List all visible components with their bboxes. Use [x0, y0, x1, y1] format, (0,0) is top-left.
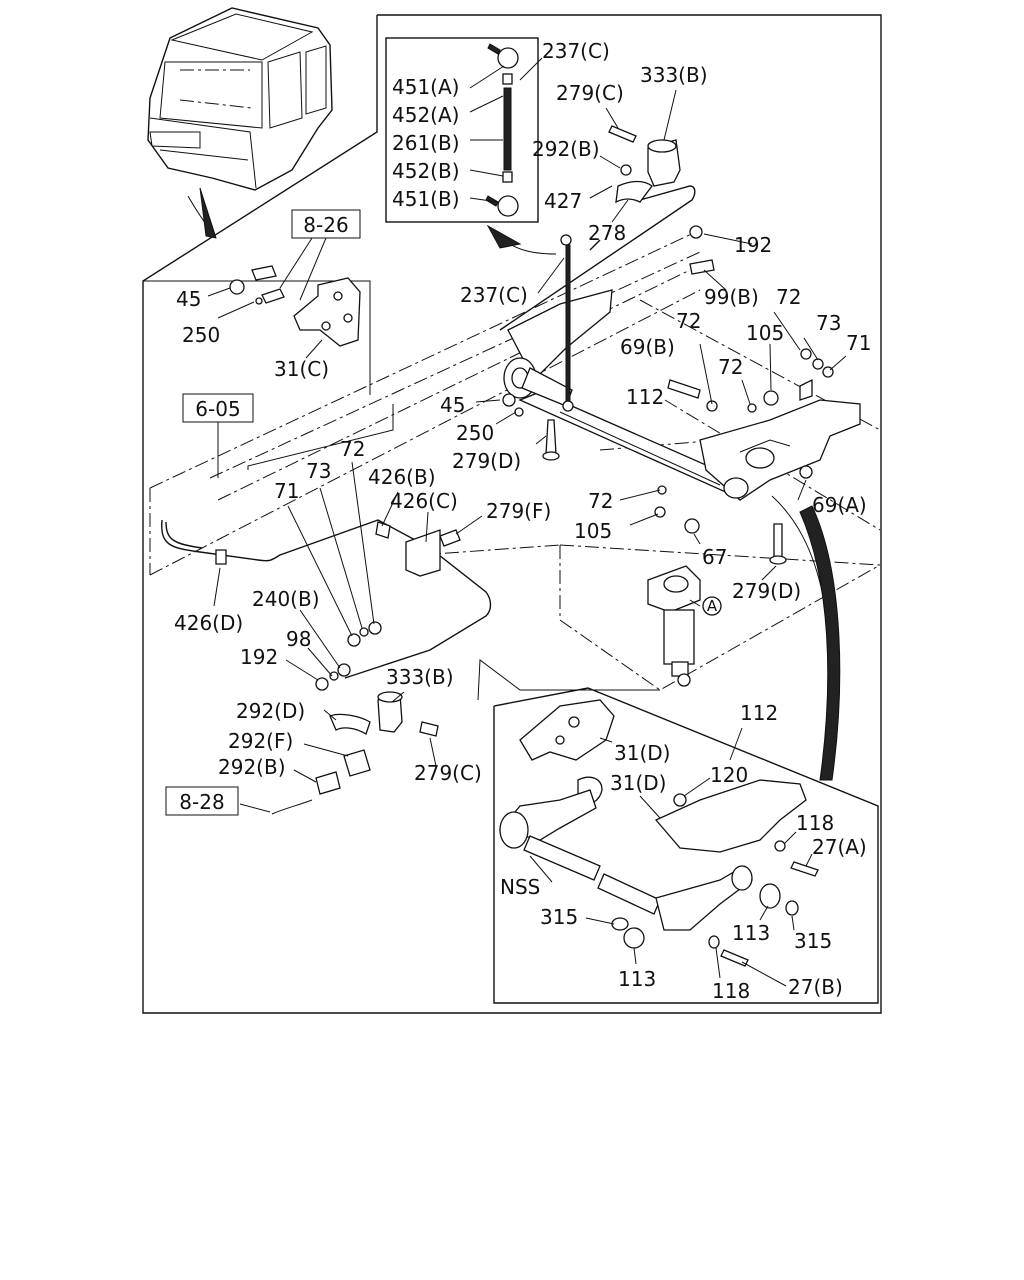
ref-box-8-26[interactable]: 8-26: [303, 213, 348, 237]
callout-label: 237(C): [542, 39, 610, 63]
air-line-routing: [161, 185, 696, 679]
callout-label: 279(C): [414, 761, 482, 785]
frame-step: [247, 404, 394, 470]
callout-label: 250: [182, 323, 220, 347]
callout-label: 98: [286, 627, 311, 651]
callout-label: NSS: [500, 875, 540, 899]
callout-label: 278: [588, 221, 626, 245]
callout-label: 113: [618, 967, 656, 991]
left-clamp-assembly: [213, 461, 483, 691]
lower-detail-inset: [493, 687, 879, 1004]
callout-label: 73: [816, 311, 841, 335]
callout-label: 452(A): [392, 103, 459, 127]
callout-label: 67: [702, 545, 727, 569]
valve-cluster: [239, 691, 439, 815]
callout-label: 451(A): [392, 75, 459, 99]
cab-pointer-arrow: [199, 187, 217, 239]
callout-labels: 451(A) 452(A) 261(B) 452(B) 451(B) 237(C…: [174, 39, 871, 1003]
callout-label: 292(B): [532, 137, 600, 161]
callout-label: 112: [626, 385, 664, 409]
callout-label: 72: [676, 309, 701, 333]
callout-label: 27(B): [788, 975, 843, 999]
callout-label: 72: [588, 489, 613, 513]
callout-label: 71: [274, 479, 299, 503]
callout-label: 69(B): [620, 335, 675, 359]
ref-box-6-05-label: 6-05: [195, 397, 240, 421]
callout-label: 315: [540, 905, 578, 929]
marker-a-label: A: [707, 597, 718, 615]
diagram-frame: [142, 14, 882, 1014]
bracket-detail-group: [143, 209, 371, 395]
truck-cab-illustration: [147, 7, 333, 191]
callout-label: 192: [240, 645, 278, 669]
callout-label: 99(B): [704, 285, 759, 309]
callout-label: 250: [456, 421, 494, 445]
callout-label: 31(D): [614, 741, 670, 765]
callout-label: 105: [574, 519, 612, 543]
frame-lower-edge: [477, 659, 660, 701]
callout-label: 292(D): [236, 699, 305, 723]
axle-bushing-assembly: [502, 234, 613, 461]
callout-label: 426(D): [174, 611, 243, 635]
inset-pointer-arrow: [486, 224, 522, 249]
callout-label: 113: [732, 921, 770, 945]
callout-label: 120: [710, 763, 748, 787]
right-bracket-assembly: [619, 225, 861, 581]
callout-label: 112: [740, 701, 778, 725]
callout-label: 192: [734, 233, 772, 257]
callout-label: 427: [544, 189, 582, 213]
ref-box-8-28-label: 8-28: [179, 790, 224, 814]
callout-label: 27(A): [812, 835, 867, 859]
callout-label: 333(B): [386, 665, 454, 689]
ref-box-8-28[interactable]: 8-28: [165, 786, 239, 816]
callout-label: 31(C): [274, 357, 329, 381]
callout-label: 452(B): [392, 159, 460, 183]
callout-label: 333(B): [640, 63, 708, 87]
callout-label: 45: [176, 287, 201, 311]
callout-label: 73: [306, 459, 331, 483]
callout-label: 292(F): [228, 729, 293, 753]
callout-label: 72: [718, 355, 743, 379]
callout-label: 279(D): [732, 579, 801, 603]
callout-label: 45: [440, 393, 465, 417]
callout-label: 118: [712, 979, 750, 1003]
callout-label: 71: [846, 331, 871, 355]
callout-label: 69(A): [812, 493, 867, 517]
callout-label: 451(B): [392, 187, 460, 211]
bellows-333b-top: [589, 89, 681, 223]
callout-label: 261(B): [392, 131, 460, 155]
callout-label: 72: [776, 285, 801, 309]
leader-250-mid: [495, 411, 517, 425]
callout-label: 31(D): [610, 771, 666, 795]
callout-label: 292(B): [218, 755, 286, 779]
ref-box-6-05[interactable]: 6-05: [182, 393, 254, 423]
callout-label: 279(C): [556, 81, 624, 105]
callout-label: 426(C): [390, 489, 458, 513]
callout-label: 240(B): [252, 587, 320, 611]
link-rod-detail-inset: [385, 37, 539, 223]
leader-237c-top: [519, 57, 543, 81]
callout-label: 426(B): [368, 465, 436, 489]
callout-label: 72: [340, 437, 365, 461]
callout-label: 237(C): [460, 283, 528, 307]
callout-label: 279(F): [486, 499, 551, 523]
leader-45-mid: [475, 399, 501, 403]
ref-box-8-26-label: 8-26: [303, 213, 348, 237]
detail-pointer-arrow: [799, 505, 841, 781]
callout-label: 105: [746, 321, 784, 345]
callout-label: 279(D): [452, 449, 521, 473]
leader-237c-mid: [537, 257, 565, 294]
leader-279d-mid: [535, 435, 547, 445]
callout-label: 118: [796, 811, 834, 835]
callout-label: 315: [794, 929, 832, 953]
shock-absorber: A: [647, 565, 722, 687]
